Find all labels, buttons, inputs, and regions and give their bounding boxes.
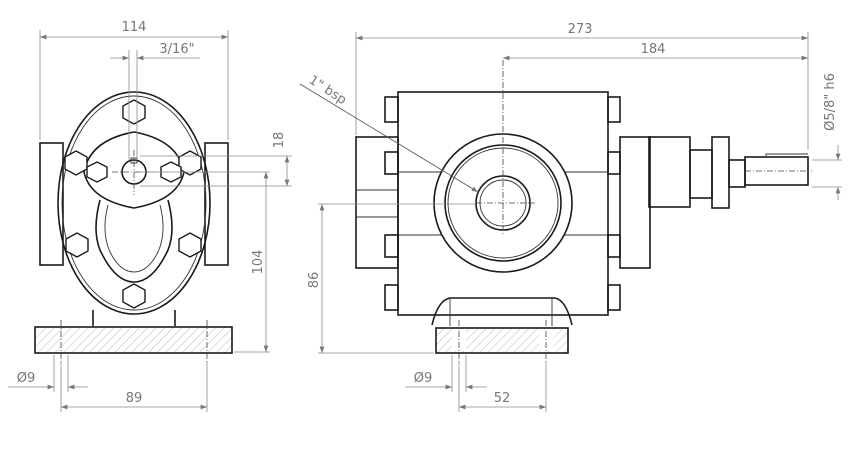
dim-shaft-offset: 18: [272, 132, 287, 149]
dim-overall-length: 273: [568, 22, 593, 37]
inlet-boss: [355, 136, 399, 269]
port-thread-callout: 1" bsp: [306, 73, 349, 108]
drive-housing: [619, 136, 651, 269]
shaft-collar: [689, 149, 713, 199]
side-view: 273 184 1" bsp Ø5/8" h6 86 Ø9 52: [299, 22, 842, 412]
lock-nut: [711, 136, 730, 209]
pump-body: [57, 91, 211, 315]
pedestal: [92, 310, 176, 326]
u-opening: [95, 199, 173, 283]
pump-housing: [397, 91, 609, 316]
left-port: [39, 142, 64, 266]
dim-shaft-diameter: Ø5/8" h6: [823, 73, 838, 131]
pedestal: [431, 297, 573, 326]
base-plate: [34, 326, 233, 354]
dim-hole-diameter: Ø9: [414, 371, 433, 386]
dim-hole-diameter: Ø9: [17, 371, 36, 386]
dim-overall-width: 114: [122, 20, 147, 35]
front-view: 114 3/16" 18 104 Ø9 89: [8, 20, 292, 412]
hex-bolts: [64, 99, 202, 309]
dim-port-height: 86: [307, 272, 322, 289]
dim-shaft-height: 104: [251, 250, 266, 275]
dim-hole-spacing: 89: [126, 391, 143, 406]
bearing-box: [648, 136, 691, 208]
dim-shaft-extension: 184: [641, 42, 666, 57]
drive-shaft: [744, 156, 809, 186]
dim-hole-spacing: 52: [494, 391, 511, 406]
dim-key-width: 3/16": [159, 42, 194, 57]
right-port: [204, 142, 229, 266]
